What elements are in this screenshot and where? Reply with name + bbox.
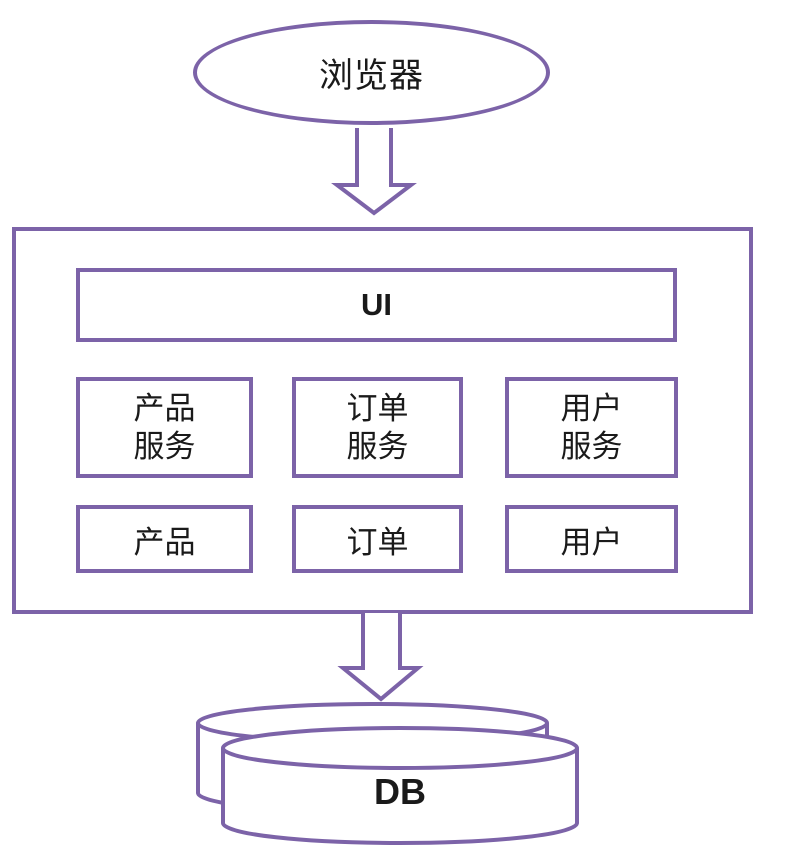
user-service-box: 用户 服务 xyxy=(505,377,678,478)
user-service-label: 用户 服务 xyxy=(560,390,623,464)
database-cylinders-icon xyxy=(196,702,579,845)
user-module-label: 用户 xyxy=(560,524,623,560)
down-arrow-bottom-icon xyxy=(337,613,424,702)
product-module-label: 产品 xyxy=(133,524,196,560)
ui-layer-label: UI xyxy=(361,287,392,322)
db-front-cylinder-body xyxy=(221,748,579,845)
order-module-label: 订单 xyxy=(346,524,409,560)
down-arrow-top-icon xyxy=(331,128,417,216)
product-module-box: 产品 xyxy=(76,505,253,573)
order-service-box: 订单 服务 xyxy=(292,377,463,478)
product-service-label: 产品 服务 xyxy=(133,390,196,464)
order-module-box: 订单 xyxy=(292,505,463,573)
browser-label: 浏览器 xyxy=(319,57,424,95)
db-front-cylinder-top xyxy=(221,726,579,770)
ui-layer-box: UI xyxy=(76,268,677,342)
product-service-box: 产品 服务 xyxy=(76,377,253,478)
browser-node: 浏览器 xyxy=(193,20,550,125)
database-label: DB xyxy=(374,771,426,812)
user-module-box: 用户 xyxy=(505,505,678,573)
order-service-label: 订单 服务 xyxy=(346,390,409,464)
